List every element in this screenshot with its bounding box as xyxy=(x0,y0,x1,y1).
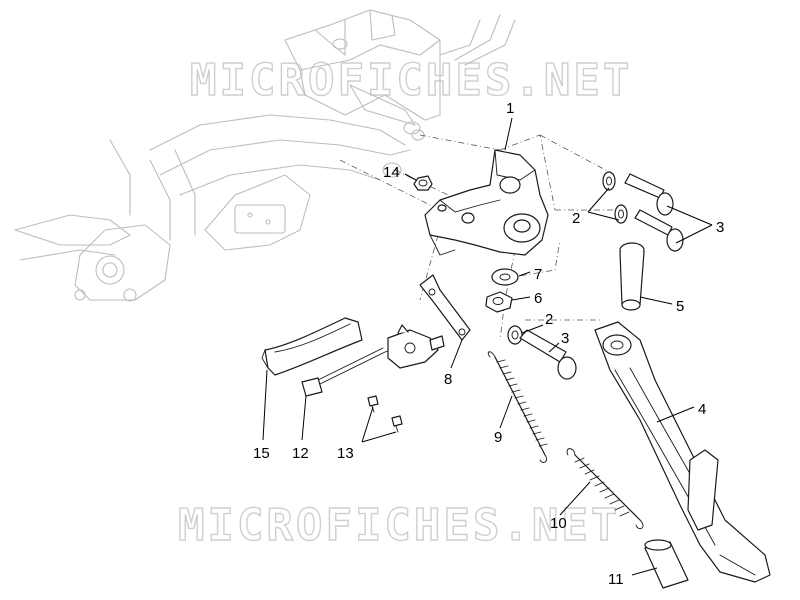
part-1-bracket xyxy=(424,149,549,256)
callout-4: 4 xyxy=(698,401,706,418)
callout-8: 8 xyxy=(444,371,452,388)
callout-14: 14 xyxy=(383,164,400,181)
leader-lines xyxy=(262,117,713,576)
part-13-screws xyxy=(367,395,403,433)
part-2-washer-lower xyxy=(507,325,523,345)
callout-5: 5 xyxy=(676,298,684,315)
callout-9: 9 xyxy=(494,429,502,446)
callout-3-lower: 3 xyxy=(561,330,569,347)
callout-15: 15 xyxy=(253,445,270,462)
callout-12: 12 xyxy=(292,445,309,462)
callout-3-upper: 3 xyxy=(716,219,724,236)
callout-7: 7 xyxy=(534,266,542,283)
callout-11: 11 xyxy=(608,571,624,588)
part-3-screws-upper xyxy=(624,173,684,252)
callout-2-lower: 2 xyxy=(545,311,553,328)
callouts: 1 2 3 14 7 6 5 2 3 8 4 9 10 11 12 13 15 xyxy=(253,100,724,588)
callout-10: 10 xyxy=(550,515,567,532)
part-7-washer xyxy=(491,268,519,286)
watermark-bottom: MICROFICHES.NET xyxy=(178,500,620,551)
part-10-spring xyxy=(566,448,644,530)
part-4-side-stand xyxy=(594,321,771,583)
callout-13: 13 xyxy=(337,445,354,462)
part-12-switch xyxy=(301,324,445,397)
callout-2-upper: 2 xyxy=(572,210,580,227)
watermark-top: MICROFICHES.NET xyxy=(190,55,632,106)
part-11-rubber-pad xyxy=(644,539,689,589)
frame-ghost xyxy=(14,9,516,302)
part-8-plate xyxy=(419,274,471,341)
part-3-screw-lower xyxy=(519,329,577,380)
part-6-nut xyxy=(485,291,513,313)
part-2-washers-upper xyxy=(602,171,628,224)
callout-6: 6 xyxy=(534,290,542,307)
callout-1: 1 xyxy=(506,100,514,117)
part-5-pivot-bolt xyxy=(619,242,645,311)
part-14-nut xyxy=(413,175,433,191)
part-15-cable-sleeve xyxy=(261,317,363,376)
part-9-spring xyxy=(487,351,548,463)
